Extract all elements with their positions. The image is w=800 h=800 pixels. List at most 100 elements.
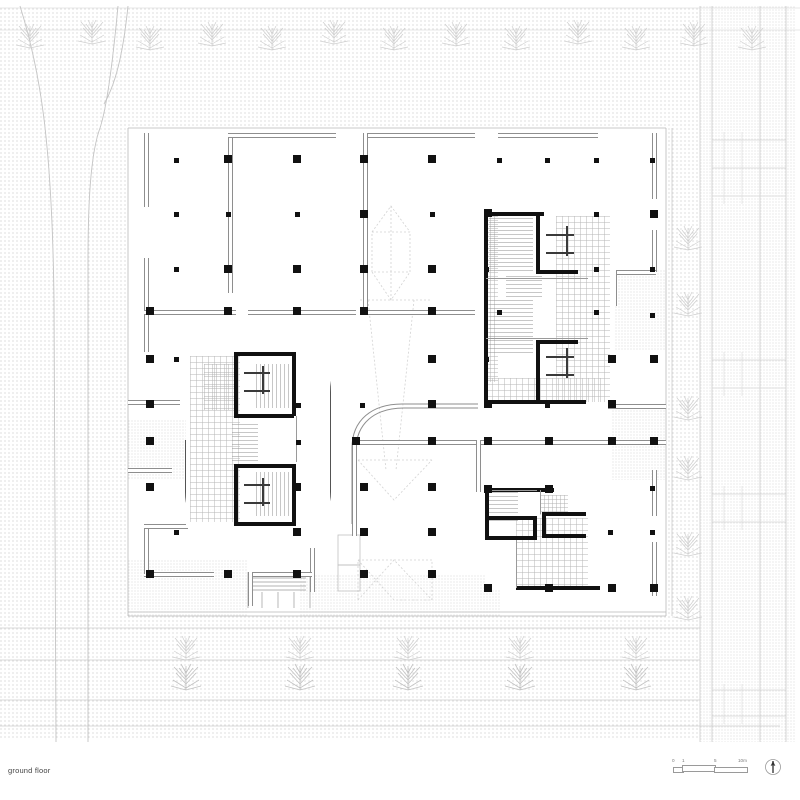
- core-ne-toilet-part-a: [546, 234, 574, 236]
- scale-tick-5: 5: [714, 758, 717, 763]
- column: [360, 570, 368, 578]
- wall-v-sw: [144, 524, 149, 574]
- wall-v-atrium-right: [476, 440, 481, 492]
- core-se-room-n: [485, 516, 537, 520]
- column: [146, 400, 154, 408]
- column: [484, 209, 492, 217]
- column: [360, 307, 368, 315]
- column: [545, 403, 550, 408]
- core-w-wall-e: [292, 352, 296, 416]
- wall-h-north-c: [498, 133, 598, 138]
- core-ne-toilet-part-d: [546, 356, 574, 358]
- wall-h-north-a: [228, 133, 336, 138]
- column: [174, 158, 179, 163]
- north-arrow-head: [770, 761, 776, 766]
- column: [650, 355, 658, 363]
- column: [484, 267, 489, 272]
- core-w-stair-mid: [232, 424, 258, 464]
- column: [428, 307, 436, 315]
- column: [226, 212, 231, 217]
- wall-h-west-mid: [128, 400, 180, 405]
- column: [146, 307, 154, 315]
- column: [650, 313, 655, 318]
- scale-segment-5-10: [714, 767, 748, 773]
- column: [293, 307, 301, 315]
- column: [224, 265, 232, 273]
- column: [174, 530, 179, 535]
- column: [293, 483, 301, 491]
- column: [295, 212, 300, 217]
- wall-h-mid-left: [144, 310, 236, 315]
- wall-v-atrium-left: [352, 440, 357, 536]
- wall-h-mid-east: [478, 440, 666, 445]
- column: [428, 570, 436, 578]
- core-ne-toilet-wall-d: [536, 340, 578, 344]
- column: [594, 267, 599, 272]
- wall-h-mid-east2: [356, 440, 480, 445]
- core-ne-toilet-part-e: [546, 374, 574, 376]
- column: [594, 310, 599, 315]
- core-w-div-a: [234, 414, 294, 418]
- column: [545, 437, 553, 445]
- column: [293, 155, 301, 163]
- core-ne-stair-mid: [506, 276, 542, 298]
- wall-h-south-left: [144, 572, 214, 577]
- core-ne-toilet-part-c: [566, 226, 568, 256]
- column: [484, 400, 492, 408]
- sheet-margin-bottom: [0, 740, 800, 800]
- core-ne-tiled-floor-right: [556, 216, 610, 402]
- column: [497, 310, 502, 315]
- column: [608, 437, 616, 445]
- core-se-tiled-small: [540, 495, 568, 515]
- core-w-part-e: [244, 502, 270, 504]
- column: [360, 528, 368, 536]
- paving-patch-south: [300, 575, 500, 617]
- wall-h-west-mid2: [128, 468, 172, 473]
- sheet-margin-top: [0, 0, 800, 6]
- column: [497, 158, 502, 163]
- column: [484, 437, 492, 445]
- wall-h-east-a: [612, 270, 656, 275]
- wall-v-right-mid: [652, 230, 657, 272]
- wall-h-mid-right: [363, 310, 475, 315]
- column: [608, 355, 616, 363]
- core-w-part-d: [244, 484, 270, 486]
- core-se-div-h: [485, 490, 537, 491]
- wall-h-mid-centre: [248, 310, 356, 315]
- core-ne-wall-n: [486, 212, 544, 216]
- column: [608, 584, 616, 592]
- column: [594, 158, 599, 163]
- column: [545, 158, 550, 163]
- column: [650, 530, 655, 535]
- column: [352, 437, 360, 445]
- core-ne-stair-lower: [489, 300, 533, 356]
- column: [650, 158, 655, 163]
- core-ne-toilet-wall-c: [536, 340, 540, 402]
- scale-segment-1-5: [682, 765, 716, 772]
- column: [594, 212, 599, 217]
- wall-v-right-low2: [652, 542, 657, 596]
- core-w-tiled-inner: [204, 364, 238, 410]
- core-se-room-e: [533, 516, 537, 540]
- core-w-part-f: [262, 478, 264, 506]
- core-se-room2-s: [542, 534, 586, 538]
- column: [174, 267, 179, 272]
- scale-bar: 0 1 5 10m: [672, 758, 752, 776]
- core-w-div-b: [234, 464, 294, 468]
- column: [484, 584, 492, 592]
- column: [650, 437, 658, 445]
- core-se-tiled-floor: [516, 518, 588, 588]
- column: [360, 155, 368, 163]
- column: [428, 265, 436, 273]
- core-ne-toilet-part-f: [566, 348, 568, 378]
- column: [428, 155, 436, 163]
- column: [428, 437, 436, 445]
- core-w-wall-w: [234, 352, 238, 416]
- column: [650, 267, 655, 272]
- column: [146, 355, 154, 363]
- wall-h-sw: [144, 524, 188, 529]
- street-paving-right-dots: [700, 6, 796, 742]
- core-w-part-b: [244, 390, 270, 392]
- core-w-part-c: [262, 366, 264, 394]
- column: [428, 400, 436, 408]
